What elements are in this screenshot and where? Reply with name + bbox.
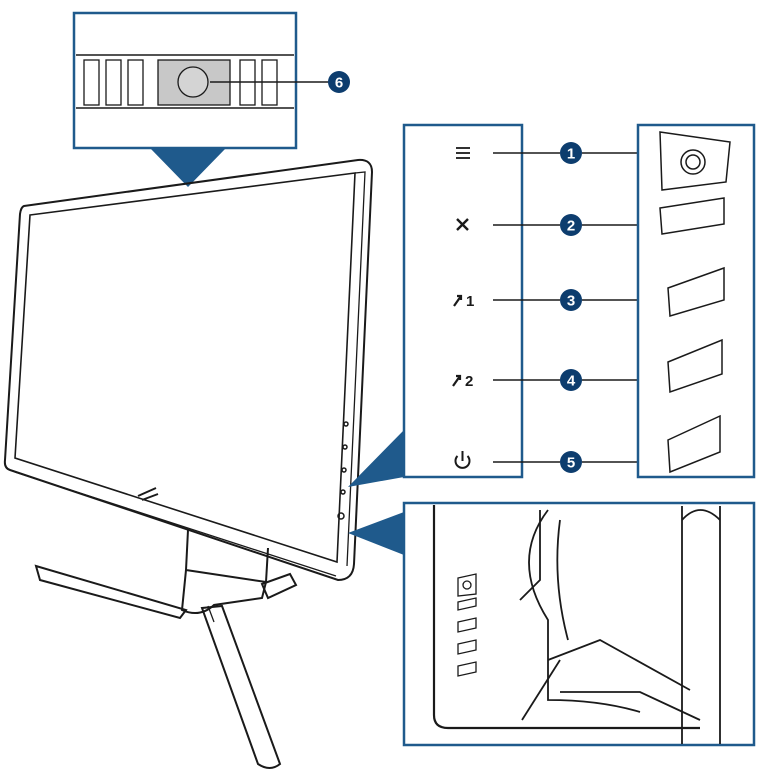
joystick-button-shape bbox=[659, 131, 731, 191]
callout-6-badge bbox=[328, 71, 350, 93]
callout-leaders bbox=[493, 152, 646, 463]
side-view-pointer bbox=[348, 512, 404, 555]
callout-1-number: 1 bbox=[567, 146, 575, 163]
monitor-side-edge bbox=[346, 171, 366, 567]
close-icon bbox=[456, 218, 469, 231]
monitor-screen bbox=[14, 172, 356, 564]
callout-2-number: 2 bbox=[567, 218, 575, 235]
callout-2: 2 bbox=[560, 214, 582, 236]
side-view-buttons bbox=[457, 573, 477, 677]
stand-front-leg bbox=[200, 604, 282, 769]
side-view-monitor-edge bbox=[432, 505, 700, 730]
callout-5: 5 bbox=[560, 451, 582, 473]
button-icons-frame bbox=[402, 123, 524, 479]
side-view-inset bbox=[402, 501, 756, 747]
joystick-button-knob-inner bbox=[685, 154, 701, 170]
button-shapes-panel bbox=[636, 123, 756, 479]
button-shapes-frame bbox=[636, 123, 756, 479]
callout-1: 1 bbox=[560, 142, 582, 164]
joystick-inset-pointer bbox=[150, 148, 226, 187]
callout-5-number: 5 bbox=[567, 455, 575, 472]
close-button-shape bbox=[659, 197, 725, 235]
stand-detail bbox=[207, 605, 215, 623]
button-panel-pointer bbox=[348, 430, 404, 487]
callout-4-number: 4 bbox=[567, 373, 576, 390]
stand-neck-upper bbox=[184, 529, 269, 584]
gameplus-2-button-shape bbox=[667, 338, 723, 394]
gameplus-2-icon: 2 bbox=[452, 373, 473, 390]
stand-right-leg bbox=[260, 572, 298, 600]
svg-text:1: 1 bbox=[466, 293, 474, 310]
callout-4: 4 bbox=[560, 369, 582, 391]
callout-3-number: 3 bbox=[567, 293, 575, 310]
joystick-knob bbox=[177, 66, 209, 98]
monitor-bottom-bezel bbox=[14, 471, 337, 577]
power-button-shape bbox=[667, 414, 721, 474]
side-view-frame bbox=[402, 501, 756, 747]
rog-logo bbox=[137, 487, 159, 501]
menu-icon bbox=[456, 147, 470, 159]
stand-left-leg bbox=[34, 564, 188, 620]
gameplus-1-icon: 1 bbox=[453, 293, 474, 310]
button-icons-panel: 1 2 1 bbox=[402, 123, 646, 479]
joystick-button-knob bbox=[680, 149, 706, 175]
monitor bbox=[3, 158, 374, 582]
power-icon bbox=[454, 451, 471, 469]
gameplus-1-button-shape bbox=[667, 266, 725, 317]
monitor-stand bbox=[34, 529, 298, 769]
monitor-outer-frame bbox=[3, 158, 374, 582]
svg-text:2: 2 bbox=[465, 373, 473, 390]
side-buttons bbox=[337, 421, 349, 520]
joystick-inset: 6 bbox=[72, 11, 350, 187]
side-view-stand bbox=[519, 506, 721, 744]
stand-neck-lower bbox=[180, 569, 267, 615]
callout-3: 3 bbox=[560, 289, 582, 311]
callout-6-number: 6 bbox=[335, 75, 343, 92]
